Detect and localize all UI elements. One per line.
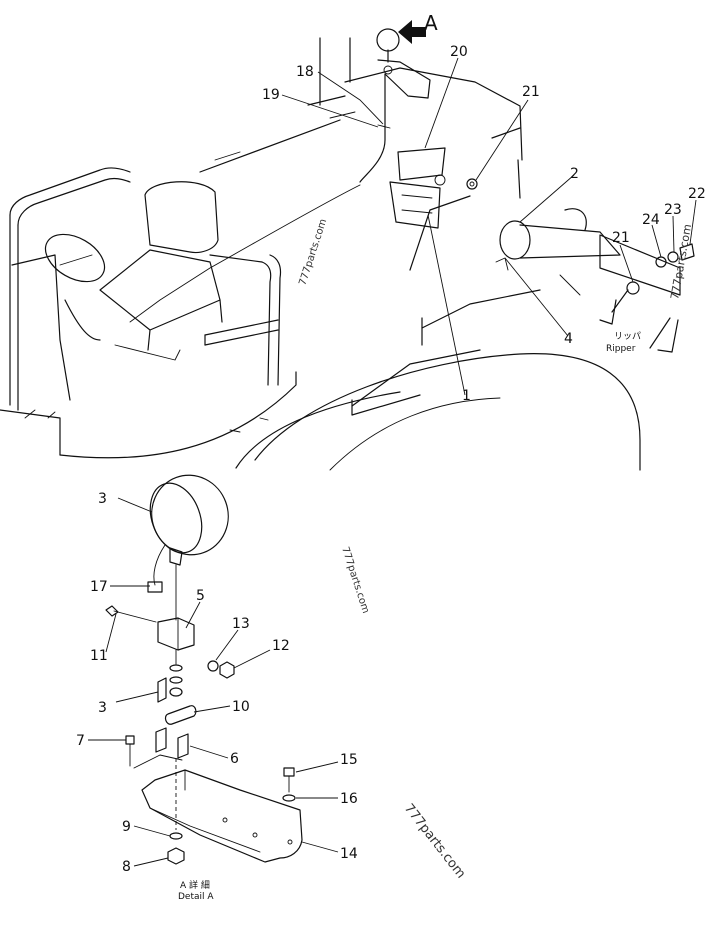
callout-2: 2	[570, 166, 579, 182]
callout-3b: 3	[98, 700, 107, 716]
callout-5: 5	[196, 588, 205, 604]
switch-bracket	[389, 147, 478, 229]
ripper-label-jp: リッパ	[614, 331, 641, 342]
callout-13: 13	[232, 616, 250, 632]
rear-light-assembly	[129, 28, 431, 323]
callout-23: 23	[664, 202, 682, 218]
watermarks: 777parts.com 777parts.com 777parts.com 7…	[297, 218, 694, 882]
callout-22: 22	[688, 186, 706, 202]
callout-4: 4	[564, 331, 573, 347]
operator-seat-area	[9, 167, 282, 419]
watermark-2: 777parts.com	[339, 546, 371, 615]
callout-14: 14	[340, 846, 358, 862]
callout-9: 9	[122, 819, 131, 835]
detail-label-en: Detail A	[178, 892, 214, 902]
callout-labels: A 18 19 20 21 2 22 23 24 21 4 1 3 17 5 1…	[76, 11, 706, 902]
callout-3a: 3	[98, 491, 107, 507]
watermark-4: 777parts.com	[401, 801, 468, 881]
callout-11: 11	[90, 648, 108, 664]
detail-label-jp: A 詳 細	[180, 879, 210, 891]
callout-8: 8	[122, 859, 131, 875]
callout-6: 6	[230, 751, 239, 767]
view-arrow-icon	[398, 20, 426, 44]
callout-21b: 21	[612, 230, 630, 246]
watermark-1: 777parts.com	[297, 218, 329, 287]
callout-16: 16	[340, 791, 358, 807]
callout-21a: 21	[522, 84, 540, 100]
callout-10: 10	[232, 699, 250, 715]
callout-19: 19	[262, 87, 280, 103]
callout-17: 17	[90, 579, 108, 595]
callout-7: 7	[76, 733, 85, 749]
callout-24: 24	[642, 212, 660, 228]
callout-18: 18	[296, 64, 314, 80]
ripper-label-en: Ripper	[606, 344, 636, 354]
leader-lines	[88, 57, 697, 867]
callout-20: 20	[450, 44, 468, 60]
tractor-body	[0, 37, 641, 471]
ripper-lamp	[495, 208, 695, 353]
detail-a-exploded	[105, 474, 303, 865]
callout-15: 15	[340, 752, 358, 768]
view-marker-label: A	[424, 11, 438, 35]
callout-12: 12	[272, 638, 290, 654]
callout-1: 1	[462, 388, 471, 404]
